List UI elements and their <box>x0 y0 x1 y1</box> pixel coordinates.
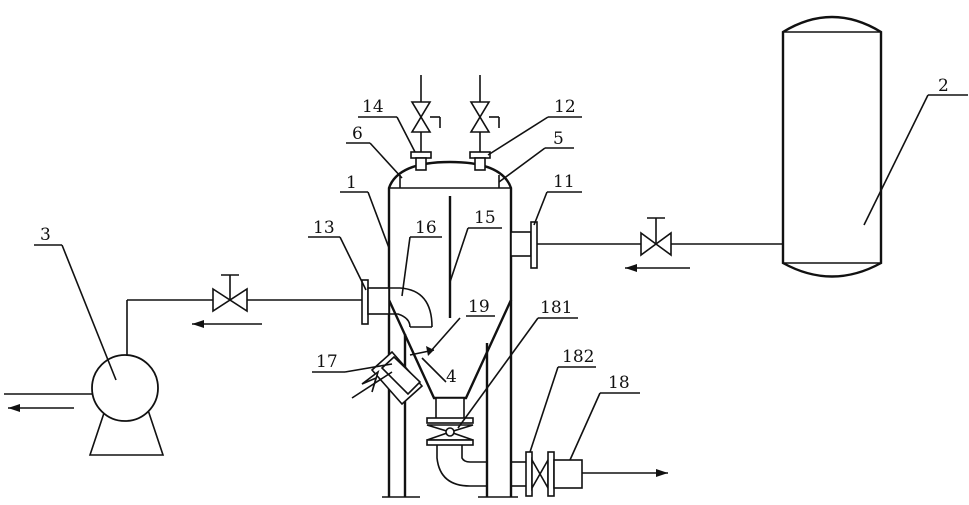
leader-lines <box>34 94 968 461</box>
side-port <box>351 346 435 406</box>
pump <box>4 354 165 456</box>
label-pump: 3 <box>40 225 51 245</box>
label-head-left: 6 <box>352 124 363 144</box>
label-rod: 19 <box>468 297 490 317</box>
label-head-right: 5 <box>553 129 564 149</box>
label-outlet-valve: 182 <box>562 347 594 367</box>
label-side-port: 17 <box>316 352 338 372</box>
tank-feed-pipe <box>537 217 783 272</box>
label-vessel: 1 <box>346 173 357 193</box>
part-labels: 2 3 1 6 14 12 5 11 13 16 15 19 17 4 181 … <box>40 76 949 393</box>
label-inlet-nozzle: 13 <box>313 218 335 238</box>
inlet-nozzle <box>361 279 433 328</box>
label-top-nozzle-right: 12 <box>554 97 576 117</box>
top-nozzles <box>410 75 500 171</box>
pump-suction-pipe <box>126 274 362 356</box>
rod <box>429 317 461 353</box>
label-outlet-pipe: 18 <box>608 373 630 393</box>
label-outlet-nozzle: 11 <box>553 172 575 192</box>
label-baffle: 15 <box>474 208 496 228</box>
label-bottom-valve: 181 <box>540 298 572 318</box>
label-top-nozzle-left: 14 <box>362 97 384 117</box>
label-elbow: 16 <box>415 218 437 238</box>
storage-tank <box>781 15 883 278</box>
label-cone: 4 <box>446 367 457 387</box>
bottom-outlet <box>426 397 668 497</box>
outlet-nozzle <box>510 221 538 269</box>
label-tank: 2 <box>938 76 949 96</box>
